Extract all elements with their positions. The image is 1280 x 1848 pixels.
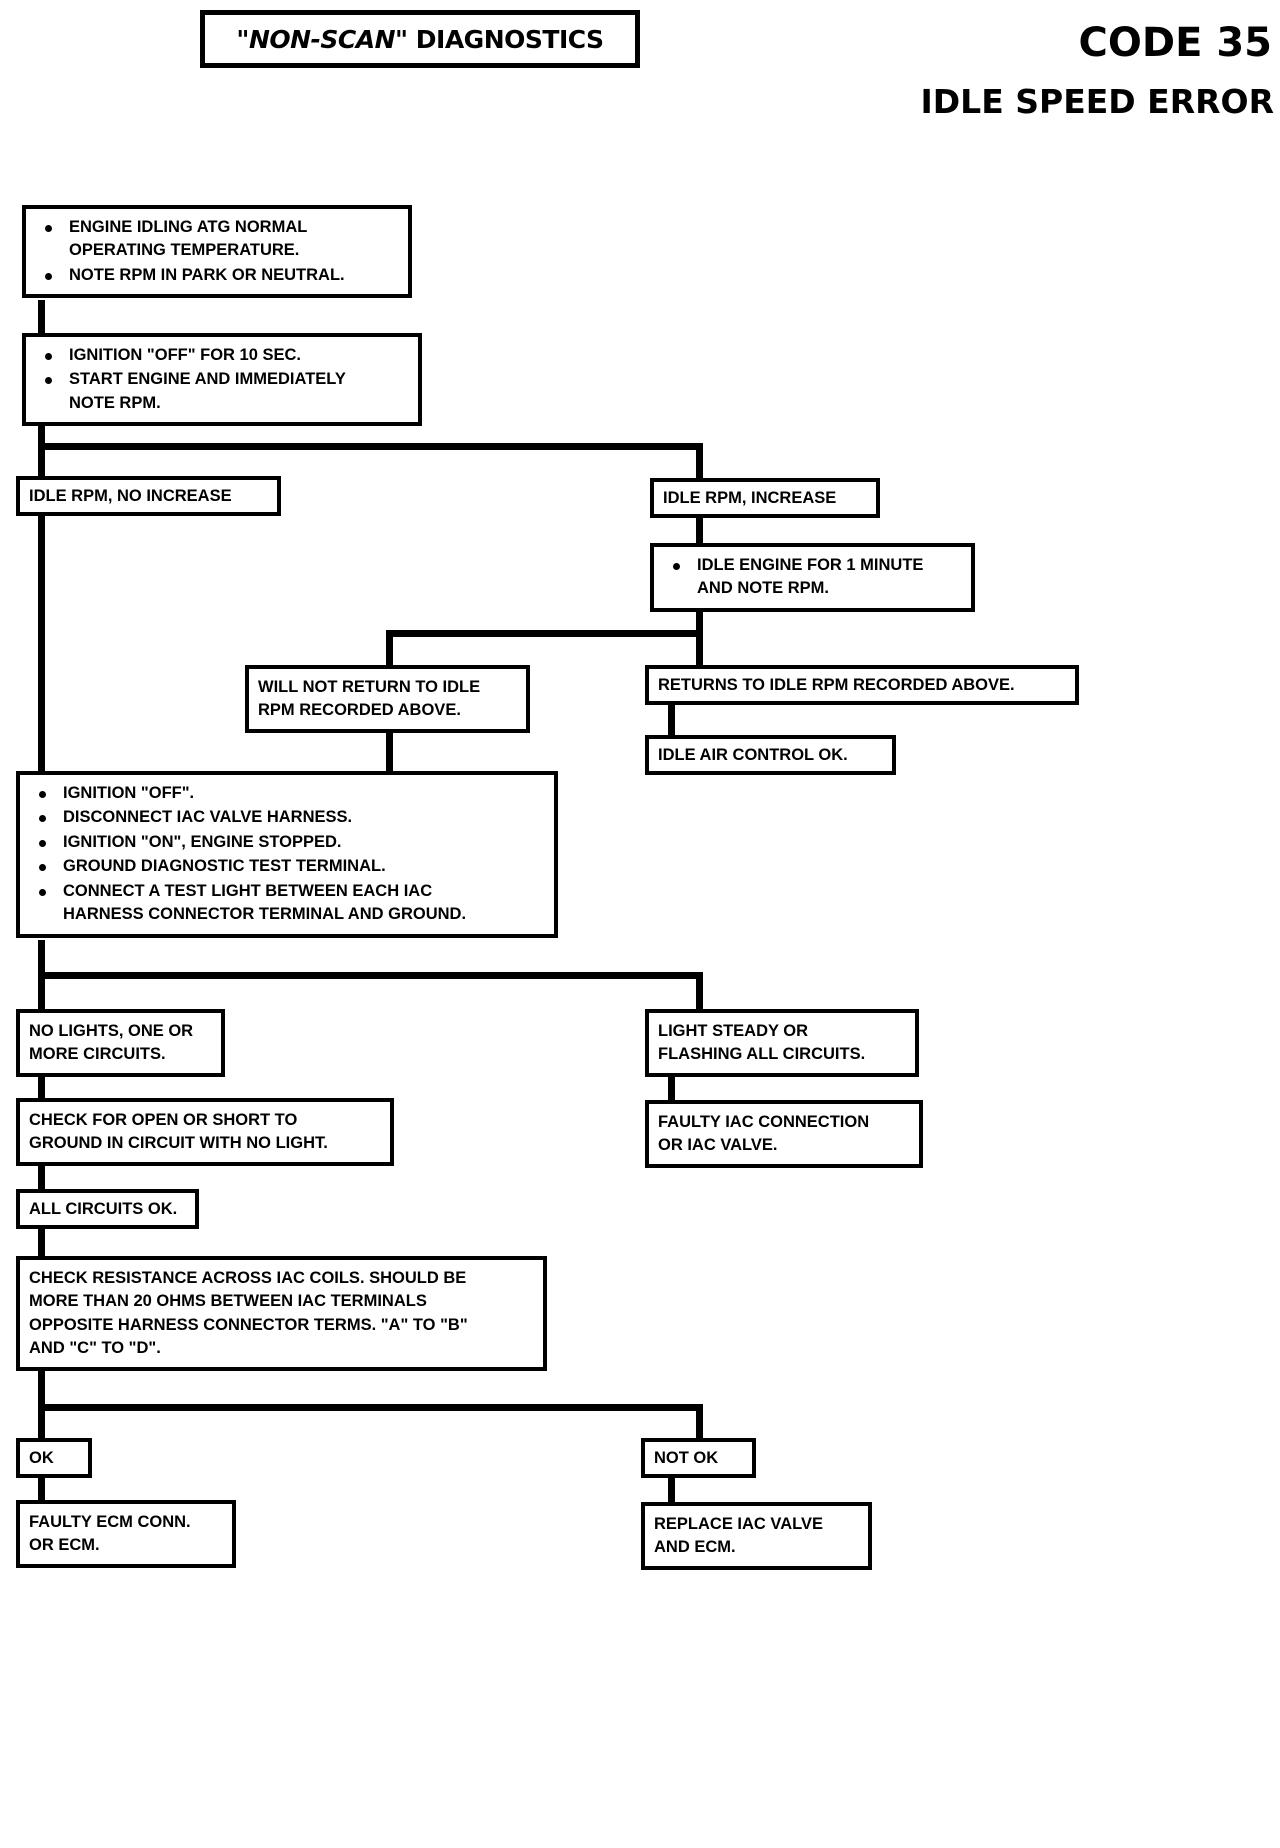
node-will-not-return-label: WILL NOT RETURN TO IDLE RPM RECORDED ABO…	[258, 678, 481, 720]
node-no-lights-label: NO LIGHTS, ONE OR MORE CIRCUITS.	[29, 1022, 194, 1064]
connector-to-will-not-return	[386, 630, 393, 665]
non-scan-diagnostics-title-box: "NON-SCAN" DIAGNOSTICS	[200, 10, 640, 68]
node-step1: ENGINE IDLING ATG NORMAL OPERATING TEMPE…	[22, 205, 412, 299]
step2-bullet-list: IGNITION "OFF" FOR 10 SEC. START ENGINE …	[35, 344, 409, 415]
step1-bullet-list: ENGINE IDLING ATG NORMAL OPERATING TEMPE…	[35, 216, 399, 287]
idle-one-minute-bullet-list: IDLE ENGINE FOR 1 MINUTE AND NOTE RPM.	[663, 554, 962, 601]
node-light-steady-or-flashing: LIGHT STEADY OR FLASHING ALL CIRCUITS.	[645, 1009, 919, 1077]
connector-nolights-checkopen	[38, 1060, 45, 1100]
node-faulty-iac-connection-label: FAULTY IAC CONNECTION OR IAC VALVE.	[658, 1113, 870, 1155]
node-replace-iac-valve: REPLACE IAC VALVE AND ECM.	[641, 1502, 872, 1570]
node-check-resistance-label: CHECK RESISTANCE ACROSS IAC COILS. SHOUL…	[29, 1269, 468, 1358]
connector-return-split-bar	[386, 630, 703, 637]
connector-step1-step2	[38, 300, 45, 345]
test-light-bullet-1: DISCONNECT IAC VALVE HARNESS.	[29, 806, 545, 829]
connector-returns-iacok	[668, 700, 675, 735]
connector-checkopen-allok	[38, 1155, 45, 1190]
idle-one-minute-bullet-0: IDLE ENGINE FOR 1 MINUTE AND NOTE RPM.	[663, 554, 962, 601]
step1-bullet-1: NOTE RPM IN PARK OR NEUTRAL.	[35, 264, 399, 287]
node-faulty-ecm: FAULTY ECM CONN. OR ECM.	[16, 1500, 236, 1568]
node-no-lights: NO LIGHTS, ONE OR MORE CIRCUITS.	[16, 1009, 225, 1077]
connector-to-increase	[696, 443, 703, 483]
connector-split-bar-top	[38, 443, 703, 450]
node-idle-air-control-ok-label: IDLE AIR CONTROL OK.	[658, 746, 848, 764]
test-light-bullet-3: GROUND DIAGNOSTIC TEST TERMINAL.	[29, 855, 545, 878]
node-light-steady-label: LIGHT STEADY OR FLASHING ALL CIRCUITS.	[658, 1022, 866, 1064]
connector-resistance-down	[38, 1365, 45, 1440]
node-ok: OK	[16, 1438, 92, 1479]
node-replace-iac-label: REPLACE IAC VALVE AND ECM.	[654, 1515, 823, 1557]
test-light-bullet-0: IGNITION "OFF".	[29, 782, 545, 805]
node-all-circuits-ok-label: ALL CIRCUITS OK.	[29, 1200, 178, 1218]
node-idle-rpm-increase: IDLE RPM, INCREASE	[650, 478, 880, 519]
node-returns-to-idle-rpm: RETURNS TO IDLE RPM RECORDED ABOVE.	[645, 665, 1079, 706]
test-light-bullet-list: IGNITION "OFF". DISCONNECT IAC VALVE HAR…	[29, 782, 545, 927]
page-title-rest: DIAGNOSTICS	[407, 24, 604, 54]
page-title: "NON-SCAN" DIAGNOSTICS	[236, 24, 604, 54]
connector-increase-idle1min	[696, 508, 703, 548]
step1-bullet-0: ENGINE IDLING ATG NORMAL OPERATING TEMPE…	[35, 216, 399, 263]
node-returns-to-idle-label: RETURNS TO IDLE RPM RECORDED ABOVE.	[658, 676, 1015, 694]
connector-lightsteady-faultyiac	[668, 1065, 675, 1103]
test-light-bullet-2: IGNITION "ON", ENGINE STOPPED.	[29, 831, 545, 854]
connector-allok-resistance	[38, 1228, 45, 1260]
connector-testlight-down	[38, 940, 45, 1020]
connector-testlight-split-bar	[38, 972, 703, 979]
node-not-ok-label: NOT OK	[654, 1449, 719, 1467]
connector-notok-replaceiac	[668, 1478, 675, 1506]
node-idle-rpm-increase-label: IDLE RPM, INCREASE	[663, 489, 837, 507]
node-all-circuits-ok: ALL CIRCUITS OK.	[16, 1189, 199, 1230]
step2-bullet-0: IGNITION "OFF" FOR 10 SEC.	[35, 344, 409, 367]
connector-left-spine	[38, 508, 45, 773]
connector-ok-faultyecm	[38, 1475, 45, 1503]
connector-to-not-ok	[696, 1404, 703, 1439]
step2-bullet-1: START ENGINE AND IMMEDIATELY NOTE RPM.	[35, 368, 409, 415]
test-light-bullet-4: CONNECT A TEST LIGHT BETWEEN EACH IAC HA…	[29, 880, 545, 927]
node-check-resistance: CHECK RESISTANCE ACROSS IAC COILS. SHOUL…	[16, 1256, 547, 1371]
node-step2: IGNITION "OFF" FOR 10 SEC. START ENGINE …	[22, 333, 422, 427]
node-idle-rpm-no-increase: IDLE RPM, NO INCREASE	[16, 476, 281, 517]
connector-willnotreturn-down	[386, 728, 393, 776]
connector-step2-down	[38, 415, 45, 535]
node-test-light-procedure: IGNITION "OFF". DISCONNECT IAC VALVE HAR…	[16, 771, 558, 938]
node-faulty-iac-connection: FAULTY IAC CONNECTION OR IAC VALVE.	[645, 1100, 923, 1168]
node-check-open-short-label: CHECK FOR OPEN OR SHORT TO GROUND IN CIR…	[29, 1111, 328, 1153]
node-faulty-ecm-label: FAULTY ECM CONN. OR ECM.	[29, 1513, 191, 1555]
node-idle-engine-one-minute: IDLE ENGINE FOR 1 MINUTE AND NOTE RPM.	[650, 543, 975, 612]
page-title-quoted: "NON-SCAN"	[236, 24, 408, 54]
connector-to-light-steady	[696, 972, 703, 1010]
node-idle-air-control-ok: IDLE AIR CONTROL OK.	[645, 735, 896, 776]
node-idle-rpm-no-increase-label: IDLE RPM, NO INCREASE	[29, 487, 232, 505]
node-check-open-or-short: CHECK FOR OPEN OR SHORT TO GROUND IN CIR…	[16, 1098, 394, 1166]
code-number: CODE 35	[1078, 20, 1272, 66]
connector-bottom-split-bar	[38, 1404, 703, 1411]
node-not-ok: NOT OK	[641, 1438, 756, 1479]
node-will-not-return-to-idle: WILL NOT RETURN TO IDLE RPM RECORDED ABO…	[245, 665, 530, 733]
code-subtitle: IDLE SPEED ERROR	[920, 82, 1274, 121]
node-ok-label: OK	[29, 1449, 54, 1467]
